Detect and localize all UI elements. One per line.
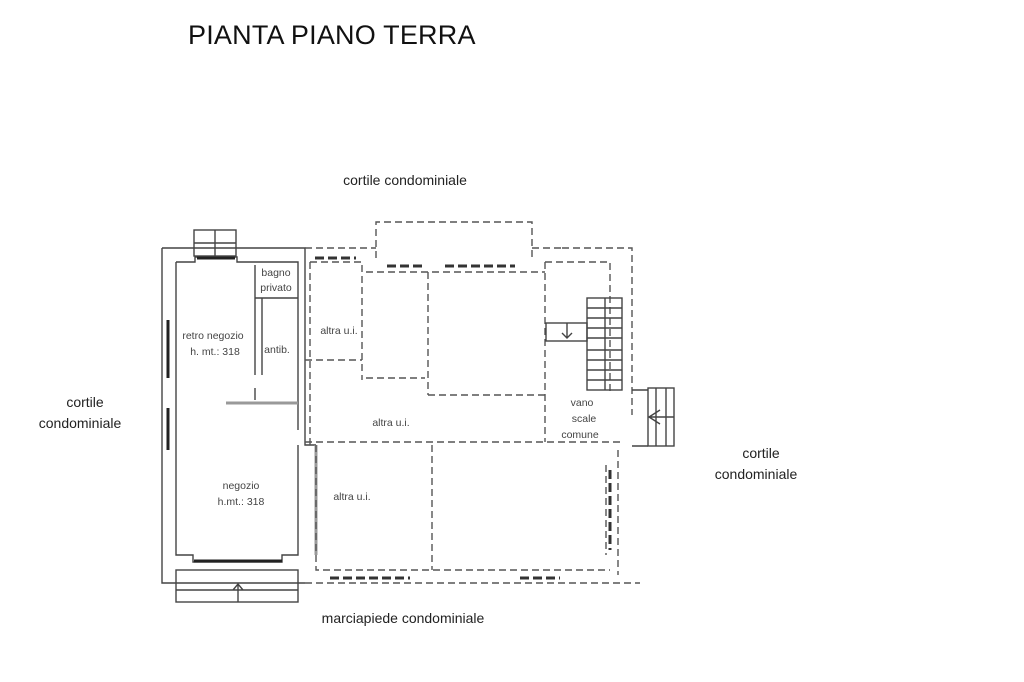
label-left-courtyard-1: cortile: [66, 394, 104, 410]
room-altra-2: altra u.i.: [372, 417, 409, 429]
room-altra-1: altra u.i.: [320, 325, 357, 337]
room-vano-3: comune: [561, 429, 599, 441]
other-units: [305, 221, 640, 584]
room-retro-negozio: retro negozio: [182, 330, 243, 342]
label-left-courtyard-2: condominiale: [39, 415, 122, 431]
room-vano-1: vano: [571, 397, 594, 409]
shop-walls: [161, 229, 316, 603]
label-top-courtyard: cortile condominiale: [343, 172, 467, 188]
label-right-courtyard-1: cortile: [742, 445, 780, 461]
room-bagno-2: privato: [260, 282, 292, 294]
label-right-courtyard-2: condominiale: [715, 466, 798, 482]
room-bagno-1: bagno: [261, 267, 290, 279]
room-vano-2: scale: [572, 413, 597, 425]
room-antib: antib.: [264, 344, 290, 356]
room-negozio-height: h.mt.: 318: [218, 496, 265, 508]
room-negozio: negozio: [223, 480, 260, 492]
stairs: [545, 297, 675, 447]
label-sidewalk: marciapiede condominiale: [322, 610, 485, 626]
room-altra-3: altra u.i.: [333, 491, 370, 503]
room-retro-height: h. mt.: 318: [190, 346, 240, 358]
page-title: PIANTA PIANO TERRA: [188, 20, 476, 50]
